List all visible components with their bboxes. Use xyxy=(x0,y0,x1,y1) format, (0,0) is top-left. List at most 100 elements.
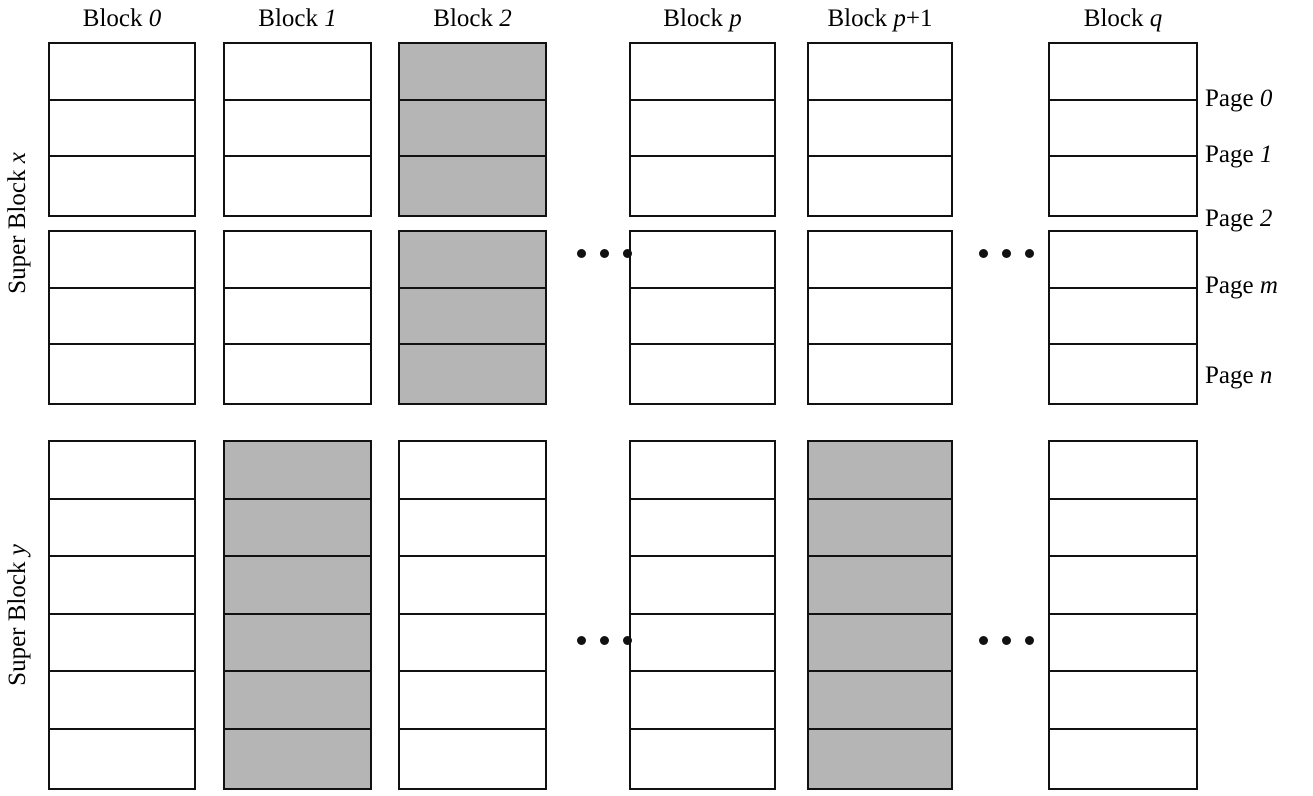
block-super-block-x-block-2-group0[interactable] xyxy=(398,42,547,217)
page-cell[interactable] xyxy=(50,289,194,346)
page-cell[interactable] xyxy=(225,615,370,672)
page-cell[interactable] xyxy=(809,157,951,214)
block-super-block-y-block-2-group0[interactable] xyxy=(398,440,547,790)
page-cell[interactable] xyxy=(400,345,545,402)
page-cell[interactable] xyxy=(631,157,774,214)
page-cell[interactable] xyxy=(1050,289,1196,346)
page-cell[interactable] xyxy=(225,672,370,730)
super-block-label-super-block-y: Super Block y xyxy=(4,485,31,745)
page-cell[interactable] xyxy=(809,557,951,615)
page-cell[interactable] xyxy=(631,289,774,346)
page-cell[interactable] xyxy=(50,500,194,557)
block-super-block-x-block-p-group0[interactable] xyxy=(629,42,776,217)
block-super-block-x-block-1-group1[interactable] xyxy=(223,230,372,405)
page-cell[interactable] xyxy=(225,730,370,788)
page-cell[interactable] xyxy=(1050,672,1196,730)
page-cell[interactable] xyxy=(400,557,545,615)
page-label: Page n xyxy=(1205,362,1272,390)
page-cell[interactable] xyxy=(400,232,545,289)
page-cell[interactable] xyxy=(631,101,774,158)
page-cell[interactable] xyxy=(400,730,545,788)
page-cell[interactable] xyxy=(1050,730,1196,788)
page-cell[interactable] xyxy=(809,442,951,500)
page-cell[interactable] xyxy=(1050,232,1196,289)
page-cell[interactable] xyxy=(809,289,951,346)
page-cell[interactable] xyxy=(1050,557,1196,615)
page-cell[interactable] xyxy=(1050,157,1196,214)
page-cell[interactable] xyxy=(631,232,774,289)
page-cell[interactable] xyxy=(50,44,194,101)
super-block-label-text: Super Block xyxy=(4,163,31,294)
page-cell[interactable] xyxy=(631,557,774,615)
page-cell[interactable] xyxy=(809,101,951,158)
page-cell[interactable] xyxy=(400,157,545,214)
page-cell[interactable] xyxy=(809,672,951,730)
block-super-block-x-block-2-group1[interactable] xyxy=(398,230,547,405)
page-cell[interactable] xyxy=(631,44,774,101)
page-cell[interactable] xyxy=(225,557,370,615)
page-label-index: m xyxy=(1259,272,1278,299)
page-cell[interactable] xyxy=(809,615,951,672)
page-cell[interactable] xyxy=(400,289,545,346)
block-super-block-x-block-q-group0[interactable] xyxy=(1048,42,1198,217)
page-cell[interactable] xyxy=(1050,615,1196,672)
page-cell[interactable] xyxy=(631,672,774,730)
page-cell[interactable] xyxy=(809,345,951,402)
block-super-block-y-block-0-group0[interactable] xyxy=(48,440,196,790)
page-cell[interactable] xyxy=(225,500,370,557)
ellipsis-dot-icon xyxy=(979,249,988,258)
page-cell[interactable] xyxy=(1050,500,1196,557)
block-super-block-x-block-p1-group0[interactable] xyxy=(807,42,953,217)
page-label: Page 1 xyxy=(1205,141,1272,169)
page-cell[interactable] xyxy=(400,44,545,101)
page-cell[interactable] xyxy=(1050,44,1196,101)
page-cell[interactable] xyxy=(225,232,370,289)
page-cell[interactable] xyxy=(50,157,194,214)
page-cell[interactable] xyxy=(50,442,194,500)
block-super-block-y-block-1-group0[interactable] xyxy=(223,440,372,790)
page-cell[interactable] xyxy=(225,157,370,214)
page-cell[interactable] xyxy=(225,442,370,500)
block-super-block-x-block-0-group1[interactable] xyxy=(48,230,196,405)
page-cell[interactable] xyxy=(50,345,194,402)
column-header-block-p1: Block p+1 xyxy=(807,4,953,34)
block-super-block-y-block-p1-group0[interactable] xyxy=(807,440,953,790)
block-super-block-x-block-p-group1[interactable] xyxy=(629,230,776,405)
page-cell[interactable] xyxy=(809,44,951,101)
page-cell[interactable] xyxy=(50,615,194,672)
page-cell[interactable] xyxy=(225,289,370,346)
page-cell[interactable] xyxy=(225,101,370,158)
page-cell[interactable] xyxy=(631,345,774,402)
page-cell[interactable] xyxy=(1050,101,1196,158)
page-cell[interactable] xyxy=(225,345,370,402)
page-cell[interactable] xyxy=(50,232,194,289)
page-cell[interactable] xyxy=(400,442,545,500)
page-label-text: Page xyxy=(1205,85,1260,112)
page-cell[interactable] xyxy=(50,730,194,788)
page-cell[interactable] xyxy=(809,730,951,788)
block-super-block-y-block-p-group0[interactable] xyxy=(629,440,776,790)
block-super-block-x-block-q-group1[interactable] xyxy=(1048,230,1198,405)
page-cell[interactable] xyxy=(1050,345,1196,402)
block-super-block-x-block-1-group0[interactable] xyxy=(223,42,372,217)
block-super-block-x-block-p1-group1[interactable] xyxy=(807,230,953,405)
page-cell[interactable] xyxy=(809,500,951,557)
page-cell[interactable] xyxy=(400,101,545,158)
page-cell[interactable] xyxy=(631,442,774,500)
block-super-block-y-block-q-group0[interactable] xyxy=(1048,440,1198,790)
block-super-block-x-block-0-group0[interactable] xyxy=(48,42,196,217)
page-cell[interactable] xyxy=(1050,442,1196,500)
page-cell[interactable] xyxy=(50,101,194,158)
page-cell[interactable] xyxy=(400,615,545,672)
page-cell[interactable] xyxy=(631,615,774,672)
page-cell[interactable] xyxy=(631,500,774,557)
page-cell[interactable] xyxy=(50,557,194,615)
page-cell[interactable] xyxy=(809,232,951,289)
ellipsis-dot-icon xyxy=(979,636,988,645)
page-cell[interactable] xyxy=(631,730,774,788)
ellipsis-dot-icon xyxy=(1002,249,1011,258)
page-cell[interactable] xyxy=(400,500,545,557)
page-cell[interactable] xyxy=(225,44,370,101)
page-cell[interactable] xyxy=(400,672,545,730)
page-cell[interactable] xyxy=(50,672,194,730)
